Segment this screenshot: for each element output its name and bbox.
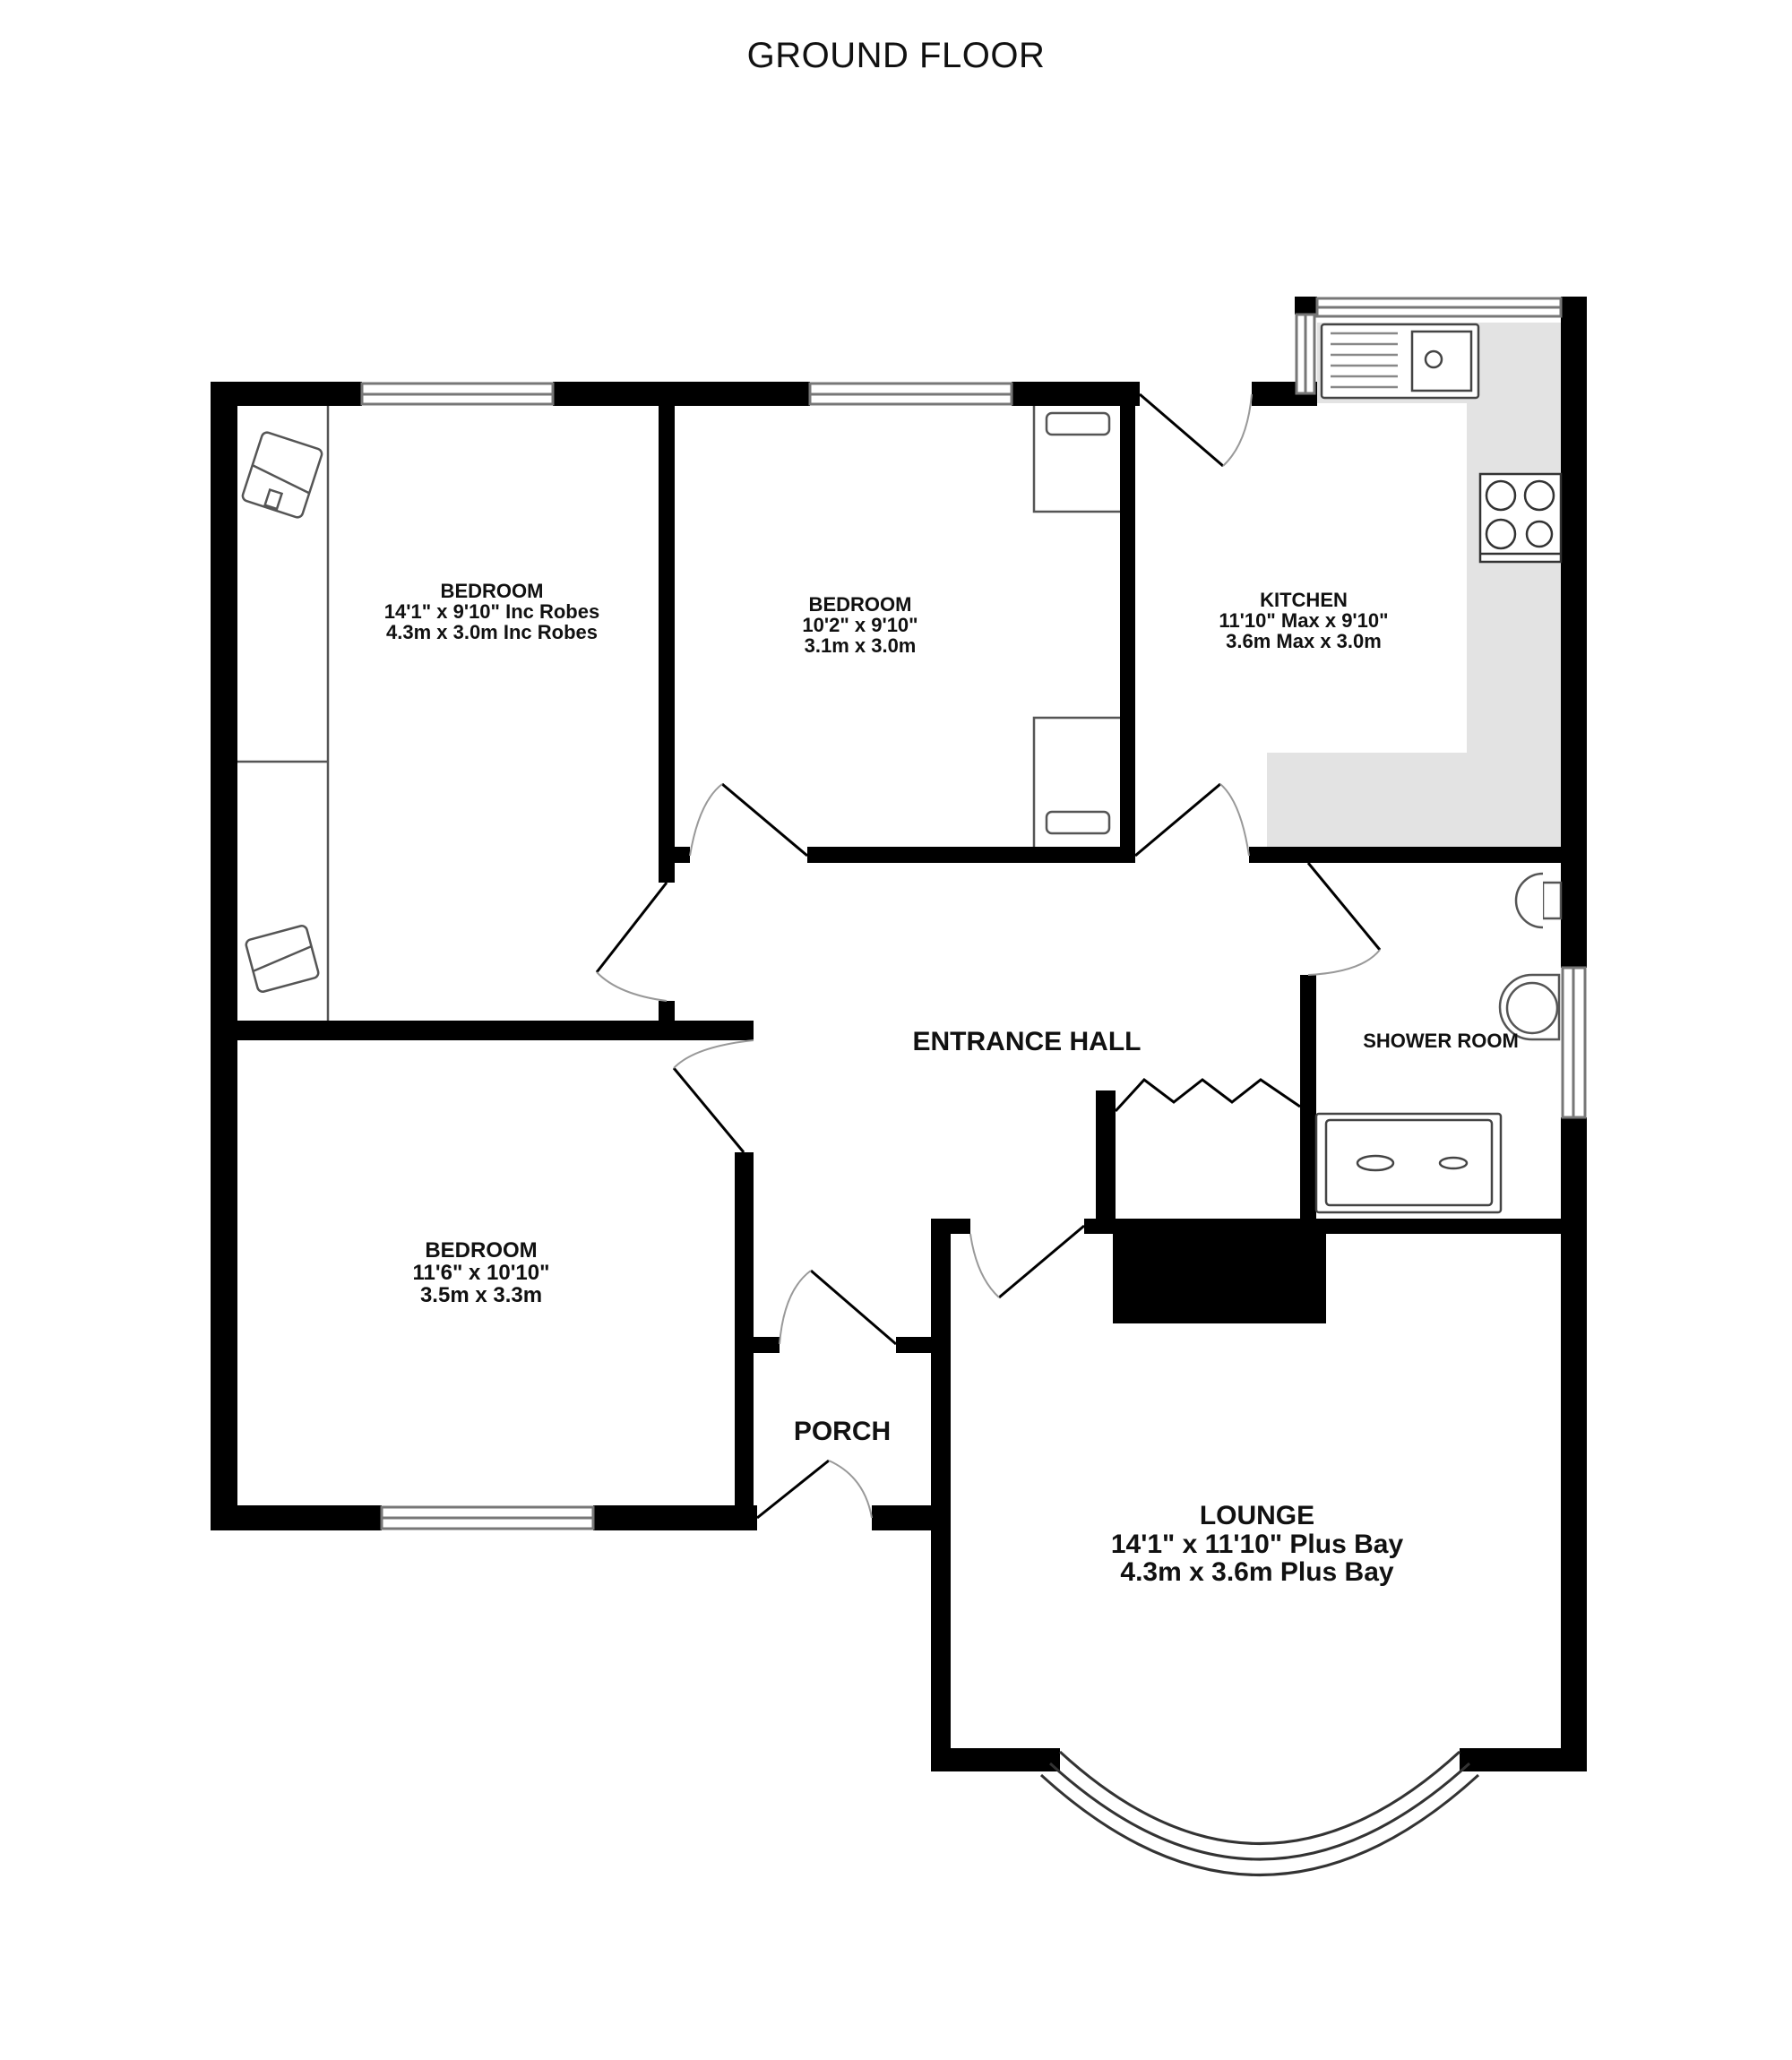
room-label-entrance-hall: ENTRANCE HALL	[913, 1028, 1142, 1056]
toilet-icon	[1514, 872, 1563, 929]
room-name: SHOWER ROOM	[1363, 1030, 1519, 1052]
hanger-icon	[1045, 810, 1111, 835]
room-label-lounge: LOUNGE 14'1" x 11'10" Plus Bay 4.3m x 3.…	[1111, 1502, 1403, 1587]
doors	[595, 392, 1382, 1520]
wardrobe-bedroom2	[1032, 406, 1120, 847]
hanger-icon	[1045, 411, 1111, 436]
room-size-metric: 4.3m x 3.0m Inc Robes	[385, 621, 598, 644]
room-size-imperial: 11'6" x 10'10"	[412, 1261, 550, 1286]
room-name: BEDROOM	[808, 593, 912, 616]
chimney-breast	[1113, 1219, 1326, 1323]
room-label-porch: PORCH	[794, 1418, 891, 1446]
room-size-metric: 3.5m x 3.3m	[419, 1283, 543, 1308]
sink-drainer-icon	[1320, 323, 1480, 400]
room-label-kitchen: KITCHEN 11'10" Max x 9'10" 3.6m Max x 3.…	[1219, 590, 1388, 651]
wardrobe-robes	[237, 406, 330, 1021]
room-size-imperial: 10'2" x 9'10"	[802, 614, 918, 637]
wash-basin-icon	[1498, 973, 1561, 1041]
room-name: BEDROOM	[425, 1238, 538, 1263]
room-name: ENTRANCE HALL	[912, 1027, 1142, 1056]
room-name: KITCHEN	[1260, 589, 1348, 611]
bay-window	[1039, 1750, 1480, 1876]
room-label-shower-room: SHOWER ROOM	[1363, 1030, 1519, 1051]
room-name: BEDROOM	[440, 580, 544, 602]
shower-tray-icon	[1314, 1112, 1503, 1214]
room-size-metric: 3.1m x 3.0m	[804, 634, 917, 658]
floor-title: GROUND FLOOR	[746, 36, 1046, 75]
windows	[360, 297, 1587, 1530]
room-size-imperial: 14'1" x 11'10" Plus Bay	[1110, 1529, 1404, 1559]
hob-icon	[1478, 472, 1563, 564]
walls	[211, 297, 1587, 1771]
room-size-imperial: 11'10" Max x 9'10"	[1219, 609, 1389, 633]
room-label-bedroom2: BEDROOM 10'2" x 9'10" 3.1m x 3.0m	[802, 594, 918, 656]
room-name: PORCH	[793, 1417, 892, 1446]
hanger-icon	[245, 925, 320, 993]
hanger-icon	[241, 431, 323, 519]
room-size-metric: 4.3m x 3.6m Plus Bay	[1120, 1557, 1394, 1587]
room-label-bedroom3: BEDROOM 11'6" x 10'10" 3.5m x 3.3m	[413, 1239, 550, 1307]
room-label-bedroom1: BEDROOM 14'1" x 9'10" Inc Robes 4.3m x 3…	[384, 581, 599, 642]
room-size-metric: 3.6m Max x 3.0m	[1226, 630, 1382, 653]
room-size-imperial: 14'1" x 9'10" Inc Robes	[383, 600, 600, 624]
room-name: LOUNGE	[1199, 1501, 1315, 1530]
